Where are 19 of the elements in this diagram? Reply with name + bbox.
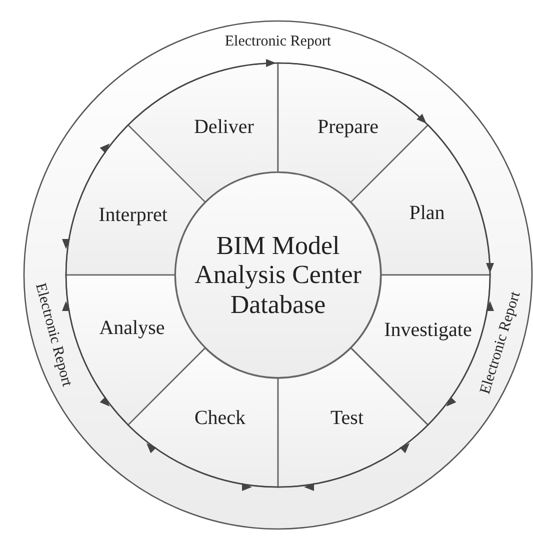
stage-label: Plan [409, 202, 445, 223]
ring-label: Electronic Report [224, 34, 332, 50]
stage-label: Deliver [194, 117, 254, 137]
stage-label: Test [330, 408, 364, 428]
stage-label: Check [194, 408, 246, 428]
cycle-arrow [278, 424, 428, 490]
cycle-arrow [64, 274, 129, 426]
stage-label: Investigate [384, 320, 472, 340]
cycle-arrow [278, 62, 428, 126]
stage-label: Analyse [99, 318, 165, 338]
cycle-arrow [427, 274, 492, 426]
cycle-arrow [128, 60, 278, 126]
cycle-arrow [427, 124, 494, 276]
cycle-arrow [128, 424, 278, 490]
hub-label: BIM Model Analysis Center Database [194, 231, 362, 319]
ring-label: Electronic Report [32, 282, 74, 388]
stage-label: Interpret [98, 204, 168, 225]
cycle-arrow [64, 124, 129, 276]
stage-label: Prepare [317, 117, 379, 137]
